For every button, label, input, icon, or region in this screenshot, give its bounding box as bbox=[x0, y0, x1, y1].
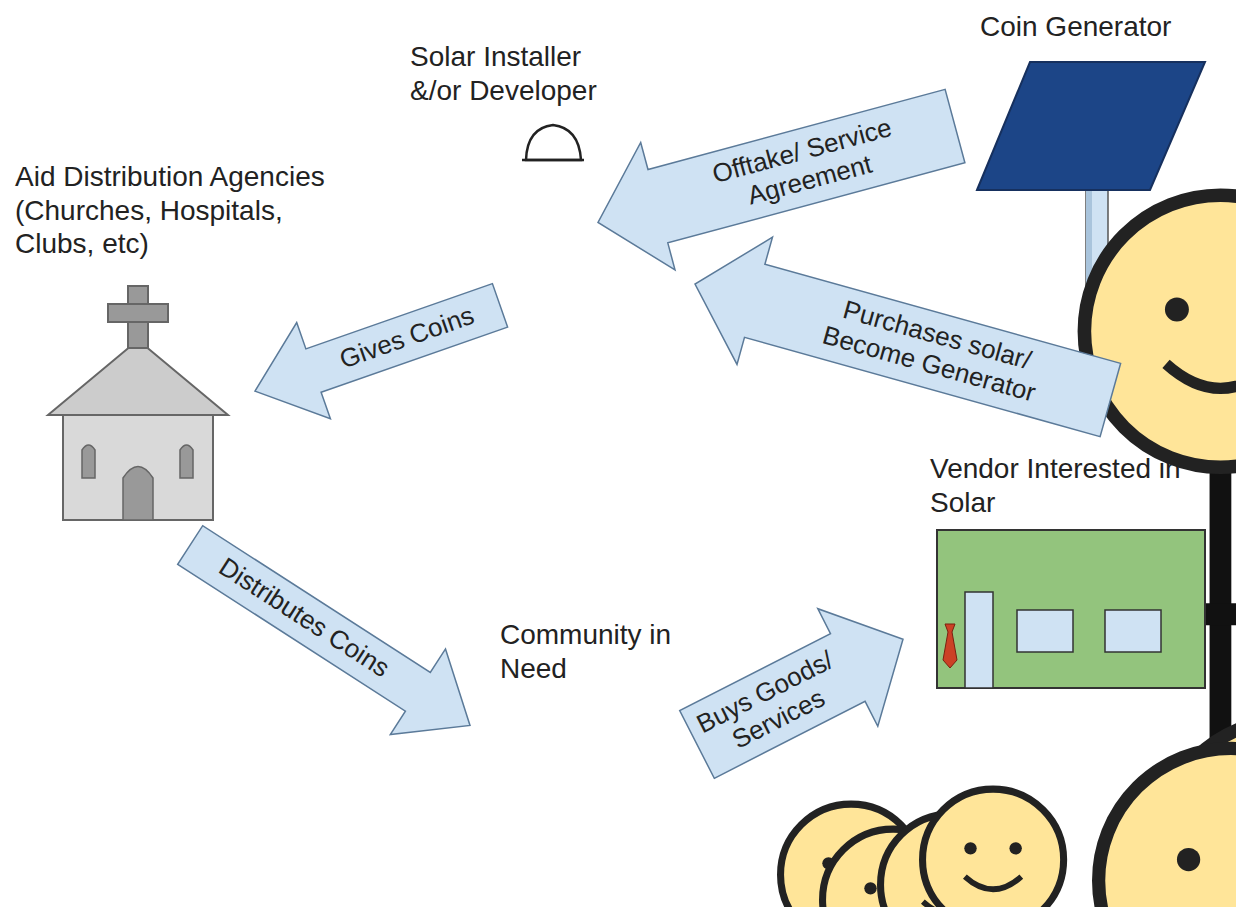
solar-panel bbox=[977, 62, 1205, 190]
figure-heading: Aid Distribution Agencies (Churches, Hos… bbox=[15, 160, 335, 261]
figure-heading: Community in Need bbox=[500, 618, 710, 685]
generator-node: Coin Generator bbox=[975, 60, 1207, 296]
church-window bbox=[82, 445, 95, 478]
necktie bbox=[943, 624, 957, 668]
arrow-label: Gives Coins bbox=[307, 291, 506, 385]
church-body bbox=[63, 415, 213, 520]
figure-heading: Vendor Interested in Solar bbox=[930, 452, 1225, 519]
shop-building bbox=[937, 530, 1205, 688]
agency-node: Aid Distribution Agencies (Churches, Hos… bbox=[48, 284, 228, 522]
figure-heading: Coin Generator bbox=[980, 10, 1220, 44]
shop-window bbox=[1017, 610, 1073, 652]
block-arrow bbox=[178, 526, 470, 735]
hard-hat bbox=[526, 125, 581, 160]
church-window bbox=[180, 445, 193, 478]
child-figure bbox=[886, 789, 1086, 907]
shop-window bbox=[1105, 610, 1161, 652]
arrow-label: Buys Goods/ Services bbox=[688, 643, 858, 769]
community-node: Community in Need bbox=[483, 668, 692, 907]
church-roof bbox=[48, 340, 228, 415]
hat-brim bbox=[522, 159, 584, 162]
figure-heading: Solar Installer &/or Developer bbox=[410, 40, 640, 107]
arrow-label: Distributes Coins bbox=[187, 535, 422, 701]
installer-node: Solar Installer &/or Developer bbox=[510, 122, 592, 315]
arrow-label: Purchases solar/ Become Generator bbox=[814, 291, 1052, 410]
vendor-node: Vendor Interested in Solar bbox=[905, 528, 1207, 742]
arrow-label: Offtake/ Service Agreement bbox=[702, 111, 911, 221]
block-arrow bbox=[255, 284, 508, 419]
block-arrow bbox=[695, 237, 1121, 436]
block-arrow bbox=[598, 89, 965, 270]
shop-door bbox=[965, 592, 993, 688]
church-door bbox=[123, 467, 153, 521]
block-arrow bbox=[680, 609, 903, 779]
cross-horizontal bbox=[108, 304, 168, 322]
